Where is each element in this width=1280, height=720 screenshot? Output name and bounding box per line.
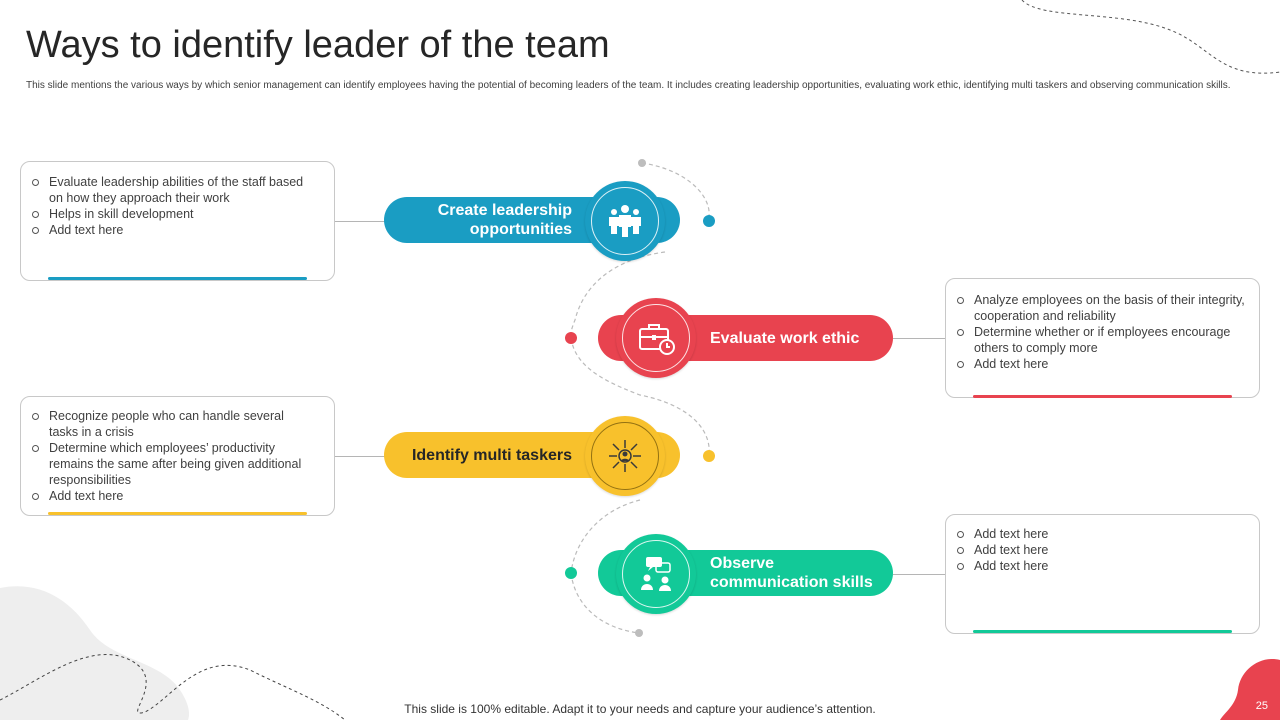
step-1-bullets: Evaluate leadership abilities of the sta… (21, 174, 334, 238)
bullet-item: Add text here (946, 542, 1247, 558)
step-1-label: Create leadership opportunities (437, 202, 572, 238)
step-2-bullets: Analyze employees on the basis of their … (946, 292, 1259, 372)
bullet-item: Helps in skill development (21, 206, 318, 222)
page-number: 25 (1255, 700, 1268, 712)
step-4-bullets: Add text here Add text here Add text her… (946, 526, 1259, 574)
step-2-text-box: Analyze employees on the basis of their … (945, 278, 1260, 398)
step-4-text-box: Add text here Add text here Add text her… (945, 514, 1260, 634)
step-3-accent-bar (48, 512, 307, 515)
briefcase-clock-icon (639, 324, 675, 355)
step-3-label: Identify multi taskers (411, 446, 572, 464)
bullet-item: Evaluate leadership abilities of the sta… (21, 174, 318, 206)
bullet-item: Add text here (21, 488, 316, 504)
step-1-icon-circle (585, 181, 665, 261)
step-3-icon-circle (585, 416, 665, 496)
step-3-connector (335, 456, 385, 457)
step-2-connector (893, 338, 945, 339)
bullet-item: Analyze employees on the basis of their … (946, 292, 1247, 324)
team-leader-icon (609, 205, 641, 237)
page-subtitle: This slide mentions the various ways by … (26, 80, 1231, 91)
step-4-label: Observe communication skills (710, 555, 873, 591)
step-3-bullets: Recognize people who can handle several … (21, 408, 334, 504)
bullet-item: Determine whether or if employees encour… (946, 324, 1247, 356)
step-3-text-box: Recognize people who can handle several … (20, 396, 335, 516)
bullet-item: Add text here (946, 356, 1247, 372)
step-2-icon-circle (616, 298, 696, 378)
step-1-accent-bar (48, 277, 307, 280)
bullet-item: Add text here (21, 222, 318, 238)
multitasker-icon (609, 440, 641, 472)
bullet-item: Add text here (946, 558, 1247, 574)
step-4-accent-bar (973, 630, 1232, 633)
step-2-label: Evaluate work ethic (710, 329, 860, 347)
bullet-item: Add text here (946, 526, 1247, 542)
bullet-item: Recognize people who can handle several … (21, 408, 316, 440)
step-1-text-box: Evaluate leadership abilities of the sta… (20, 161, 335, 281)
bullet-item: Determine which employees’ productivity … (21, 440, 316, 488)
step-1-connector (335, 221, 385, 222)
footer-note: This slide is 100% editable. Adapt it to… (404, 702, 876, 716)
step-4-connector (893, 574, 945, 575)
communication-icon (641, 557, 671, 591)
step-2-accent-bar (973, 395, 1232, 398)
step-4-icon-circle (616, 534, 696, 614)
page-title: Ways to identify leader of the team (26, 24, 610, 66)
